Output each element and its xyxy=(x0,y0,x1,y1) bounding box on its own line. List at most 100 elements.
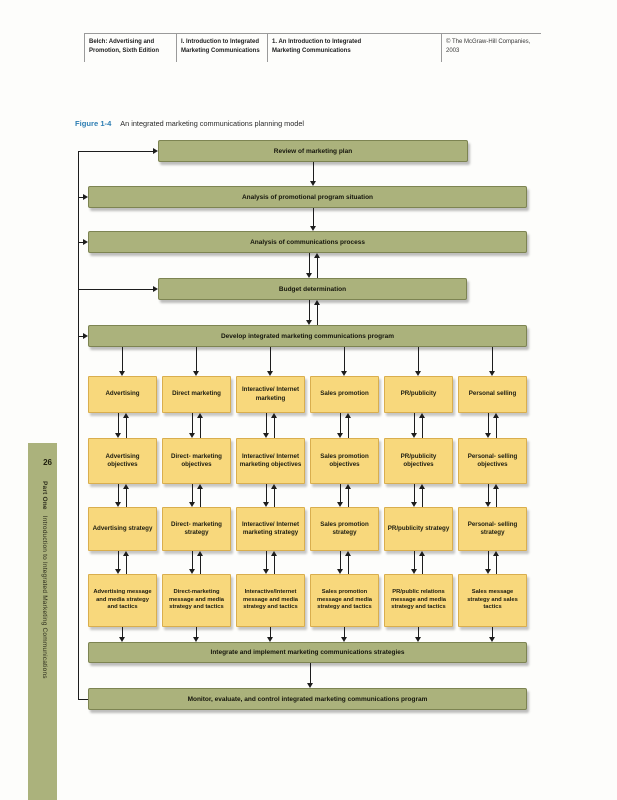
flow-line xyxy=(340,551,341,570)
flow-box: Direct marketing xyxy=(162,376,231,413)
flow-line xyxy=(118,551,119,570)
arrowhead-up-icon xyxy=(197,484,203,489)
arrowhead-up-icon xyxy=(493,484,499,489)
flow-line xyxy=(496,488,497,507)
flow-bar: Develop integrated marketing communicati… xyxy=(88,325,527,347)
flow-line xyxy=(270,347,271,372)
flow-line xyxy=(78,699,88,700)
part-subtitle: Introduction to Integrated Marketing Com… xyxy=(41,515,48,679)
flow-line xyxy=(274,417,275,438)
flow-line xyxy=(422,417,423,438)
flow-line xyxy=(422,555,423,574)
part-spine-text: Part One Introduction to Integrated Mark… xyxy=(41,481,48,679)
arrowhead-down-icon xyxy=(119,637,125,642)
arrowhead-up-icon xyxy=(271,484,277,489)
arrowhead-up-icon xyxy=(493,413,499,418)
flow-line xyxy=(313,208,314,227)
flow-line xyxy=(266,484,267,503)
flow-line xyxy=(78,151,154,152)
flow-bar: Monitor, evaluate, and control integrate… xyxy=(88,688,527,710)
arrowhead-up-icon xyxy=(345,484,351,489)
arrowhead-up-icon xyxy=(314,300,320,305)
flow-box: Sales promotion xyxy=(310,376,379,413)
arrowhead-down-icon xyxy=(115,502,121,507)
flow-box: Advertising message and media strategy a… xyxy=(88,574,157,627)
flow-line xyxy=(414,484,415,503)
header-rule xyxy=(84,33,541,34)
flow-line xyxy=(309,300,310,321)
arrowhead-down-icon xyxy=(263,433,269,438)
part-name: Part One xyxy=(41,481,48,510)
arrowhead-up-icon xyxy=(345,551,351,556)
arrowhead-down-icon xyxy=(337,433,343,438)
flow-line xyxy=(78,197,84,198)
arrowhead-down-icon xyxy=(485,502,491,507)
arrowhead-down-icon xyxy=(189,502,195,507)
flow-line xyxy=(348,417,349,438)
arrowhead-down-icon xyxy=(307,683,313,688)
arrowhead-up-icon xyxy=(271,551,277,556)
arrowhead-right-icon xyxy=(153,148,158,154)
arrowhead-down-icon xyxy=(115,569,121,574)
flow-box: Personal- selling objectives xyxy=(458,438,527,484)
arrowhead-down-icon xyxy=(306,320,312,325)
arrowhead-down-icon xyxy=(415,371,421,376)
flow-box: Sales promotion objectives xyxy=(310,438,379,484)
flow-line xyxy=(126,488,127,507)
arrowhead-up-icon xyxy=(345,413,351,418)
arrowhead-down-icon xyxy=(306,273,312,278)
arrowhead-down-icon xyxy=(193,637,199,642)
arrowhead-down-icon xyxy=(189,433,195,438)
flow-line xyxy=(422,488,423,507)
flow-line xyxy=(348,555,349,574)
arrowhead-right-icon xyxy=(83,333,88,339)
flow-line xyxy=(118,413,119,434)
arrowhead-right-icon xyxy=(83,239,88,245)
header-separator xyxy=(267,33,268,62)
flow-line xyxy=(488,551,489,570)
flow-box: Sales message strategy and sales tactics xyxy=(458,574,527,627)
flow-bar: Analysis of promotional program situatio… xyxy=(88,186,527,208)
arrowhead-down-icon xyxy=(263,502,269,507)
flow-line xyxy=(348,488,349,507)
arrowhead-up-icon xyxy=(271,413,277,418)
arrowhead-down-icon xyxy=(189,569,195,574)
flow-box: PR/publicity objectives xyxy=(384,438,453,484)
arrowhead-up-icon xyxy=(419,484,425,489)
arrowhead-right-icon xyxy=(83,194,88,200)
header-separator xyxy=(441,33,442,62)
arrowhead-right-icon xyxy=(153,286,158,292)
arrowhead-down-icon xyxy=(310,181,316,186)
flow-line xyxy=(496,555,497,574)
arrowhead-down-icon xyxy=(267,637,273,642)
arrowhead-down-icon xyxy=(115,433,121,438)
flow-line xyxy=(414,551,415,570)
header-chapter-title: 1. An Introduction to Integrated Marketi… xyxy=(272,39,362,54)
flow-line xyxy=(196,347,197,372)
flow-line xyxy=(344,627,345,638)
flow-line xyxy=(200,417,201,438)
arrowhead-down-icon xyxy=(263,569,269,574)
arrowhead-down-icon xyxy=(341,371,347,376)
arrowhead-down-icon xyxy=(411,502,417,507)
header-book-title: Belch: Advertising and Promotion, Sixth … xyxy=(89,39,159,54)
arrowhead-down-icon xyxy=(411,433,417,438)
flow-line xyxy=(78,289,154,290)
flow-line xyxy=(488,413,489,434)
flow-line xyxy=(274,488,275,507)
flow-box: Direct- marketing objectives xyxy=(162,438,231,484)
flow-line xyxy=(196,627,197,638)
flow-bar: Review of marketing plan xyxy=(158,140,468,162)
flow-box: Direct- marketing strategy xyxy=(162,507,231,551)
flow-bar: Analysis of communications process xyxy=(88,231,527,253)
flow-box: PR/publicity strategy xyxy=(384,507,453,551)
flow-line xyxy=(126,417,127,438)
flow-line xyxy=(488,484,489,503)
figure-title: An integrated marketing communications p… xyxy=(120,119,305,128)
flow-line xyxy=(492,347,493,372)
flow-box: Advertising strategy xyxy=(88,507,157,551)
flow-line xyxy=(418,627,419,638)
flow-line xyxy=(266,551,267,570)
